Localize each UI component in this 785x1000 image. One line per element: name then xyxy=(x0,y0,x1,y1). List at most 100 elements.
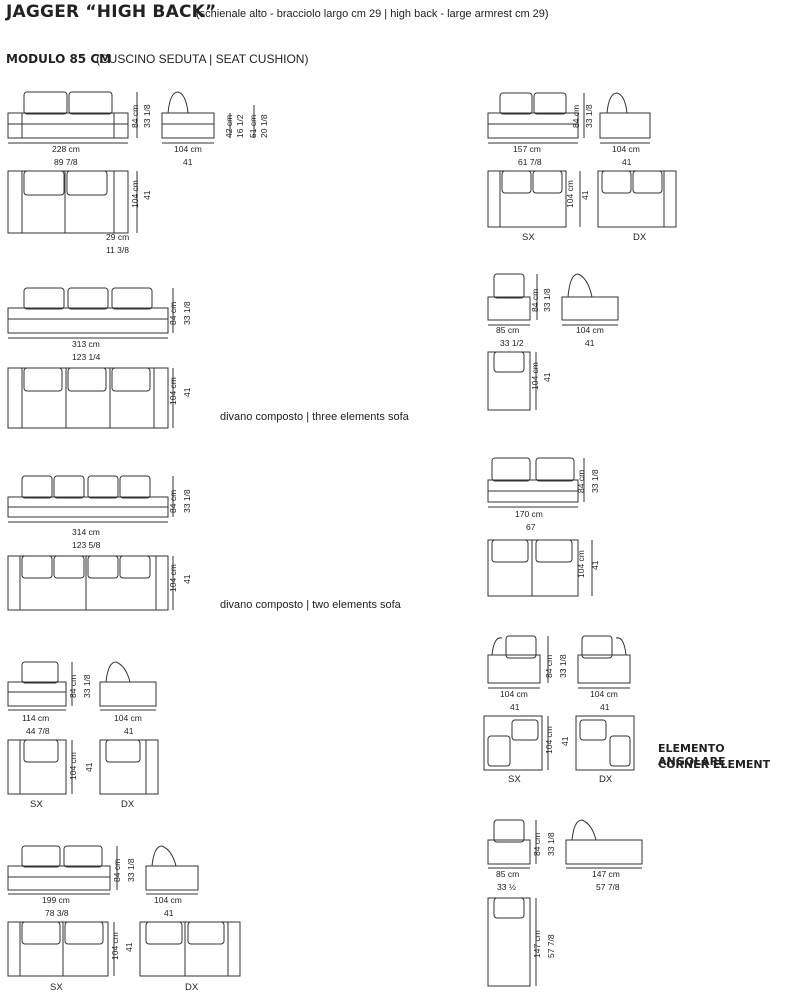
dim-170-h84: 84 cm xyxy=(576,470,586,493)
dim-114-h33: 33 1/8 xyxy=(82,674,92,698)
dim-170-cm: 170 cm xyxy=(515,509,543,519)
label-dx-4: DX xyxy=(185,982,199,993)
label-sx-4: SX xyxy=(50,982,63,993)
dim-depth-41: 41 xyxy=(142,190,152,200)
sofa-199-dx-top-view xyxy=(139,921,241,977)
sofa-114-dx-top-view xyxy=(99,739,159,795)
dim-chaise-147-inch: 57 7/8 xyxy=(596,882,620,892)
dim-corner-sx-41: 41 xyxy=(510,702,520,712)
dim-314-h33: 33 1/8 xyxy=(182,489,192,513)
sofa-157-front-view xyxy=(487,92,579,144)
dim-side-104: 104 cm xyxy=(174,144,202,154)
sofa-side-view xyxy=(161,91,215,144)
dim-313-inch: 123 1/4 xyxy=(72,352,101,362)
dim-85-side-41: 41 xyxy=(585,338,595,348)
label-sx-1: SX xyxy=(522,232,535,243)
sofa-314-top-view xyxy=(7,555,169,611)
dim-314-d41: 41 xyxy=(182,574,192,584)
chaise-side-view xyxy=(565,819,643,869)
label-dx-1: DX xyxy=(633,232,647,243)
sofa-228-top-view xyxy=(7,170,129,234)
dim-114-inch: 44 7/8 xyxy=(26,726,50,736)
dim-313-h84: 84 cm xyxy=(168,302,178,325)
page-title: JAGGER “HIGH BACK” xyxy=(6,2,217,22)
dim-85-h84: 84 cm xyxy=(530,289,540,312)
dim-33-inch: 33 1/8 xyxy=(142,104,152,128)
dim-sx-41: 41 xyxy=(580,190,590,200)
sofa-199-sx-top-view xyxy=(7,921,109,977)
dim-199-d41: 41 xyxy=(124,942,134,952)
dim-199-h84: 84 cm xyxy=(112,859,122,882)
sofa-313-top-view xyxy=(7,367,169,429)
dim-228-inch: 89 7/8 xyxy=(54,157,78,167)
caption-three-elements: divano composto | three elements sofa xyxy=(220,411,409,423)
dim-157-cm: 157 cm xyxy=(513,144,541,154)
dim-157-inch: 61 7/8 xyxy=(518,157,542,167)
dim-side-41: 41 xyxy=(183,157,193,167)
dim-114-cm: 114 cm xyxy=(22,713,49,723)
dim-313-h33: 33 1/8 xyxy=(182,301,192,325)
dim-314-inch: 123 5/8 xyxy=(72,540,101,550)
sofa-114-side-view xyxy=(99,661,157,711)
chaise-front-view xyxy=(487,819,531,869)
dim-199-side-104: 104 cm xyxy=(154,895,182,905)
dim-157-side-104: 104 cm xyxy=(612,144,640,154)
sofa-313-front-view xyxy=(7,287,169,339)
dim-20-inch: 20 1/8 xyxy=(259,114,269,138)
sofa-228-front-view xyxy=(7,91,129,144)
sofa-157-side-view xyxy=(599,92,651,144)
sofa-114-front-view xyxy=(7,661,67,711)
dim-chaise-h33: 33 1/8 xyxy=(546,832,556,856)
dim-85-d104: 104 cm xyxy=(530,362,540,390)
dim-170-h33: 33 1/8 xyxy=(590,469,600,493)
dim-313-d104: 104 cm xyxy=(168,377,178,405)
sofa-314-front-view xyxy=(7,475,169,523)
dim-314-h84: 84 cm xyxy=(168,490,178,513)
module-heading: MODULO 85 CM xyxy=(6,52,112,66)
caption-two-elements: divano composto | two elements sofa xyxy=(220,599,401,611)
dim-157-h33: 33 1/8 xyxy=(584,104,594,128)
label-sx-3: SX xyxy=(508,774,521,785)
dim-85-cm: 85 cm xyxy=(496,325,519,335)
dim-chaise-85-inch: 33 ½ xyxy=(497,882,516,892)
dim-arm-inch: 11 3/8 xyxy=(106,245,129,255)
dim-199-h33: 33 1/8 xyxy=(126,858,136,882)
dim-228-cm: 228 cm xyxy=(52,144,80,154)
dim-313-cm: 313 cm xyxy=(72,339,100,349)
dim-157-h84: 84 cm xyxy=(571,105,581,128)
sofa-170-top-view xyxy=(487,539,579,597)
dim-114-side-104: 104 cm xyxy=(114,713,142,723)
sofa-157-dx-top-view xyxy=(597,170,677,228)
dim-chaise-d147: 147 cm xyxy=(532,930,542,958)
dim-114-side-41: 41 xyxy=(124,726,134,736)
dim-corner-d104: 104 cm xyxy=(544,726,554,754)
dim-corner-h84: 84 cm xyxy=(544,655,554,678)
dim-85-h33: 33 1/8 xyxy=(542,288,552,312)
dim-chaise-d57: 57 7/8 xyxy=(546,934,556,958)
armchair-85-front-view xyxy=(487,273,531,326)
dim-157-side-41: 41 xyxy=(622,157,632,167)
dim-arm-29: 29 cm xyxy=(106,232,129,242)
label-dx-3: DX xyxy=(599,774,613,785)
dim-170-d104: 104 cm xyxy=(576,550,586,578)
dim-corner-sx-104: 104 cm xyxy=(500,689,528,699)
dim-170-inch: 67 xyxy=(526,522,536,532)
dim-85-d41: 41 xyxy=(542,372,552,382)
corner-sx-front-view xyxy=(487,635,541,689)
dim-42-cm: 42 cm xyxy=(224,115,234,138)
dim-chaise-h84: 84 cm xyxy=(532,833,542,856)
chaise-top-view xyxy=(487,897,531,987)
dim-84-cm: 84 cm xyxy=(130,105,140,128)
corner-dx-front-view xyxy=(577,635,631,689)
dim-313-d41: 41 xyxy=(182,387,192,397)
corner-sx-top-view xyxy=(483,715,543,771)
dim-199-d104: 104 cm xyxy=(110,932,120,960)
caption-corner-it: ELEMENTO ANGOLARE xyxy=(658,742,726,768)
dim-199-inch: 78 3/8 xyxy=(45,908,69,918)
dim-16-inch: 16 1/2 xyxy=(235,114,245,138)
sofa-199-side-view xyxy=(145,845,199,895)
dim-51-cm: 51 cm xyxy=(248,115,258,138)
caption-corner-en: CORNER ELEMENT xyxy=(658,758,771,771)
dim-corner-h33: 33 1/8 xyxy=(558,654,568,678)
